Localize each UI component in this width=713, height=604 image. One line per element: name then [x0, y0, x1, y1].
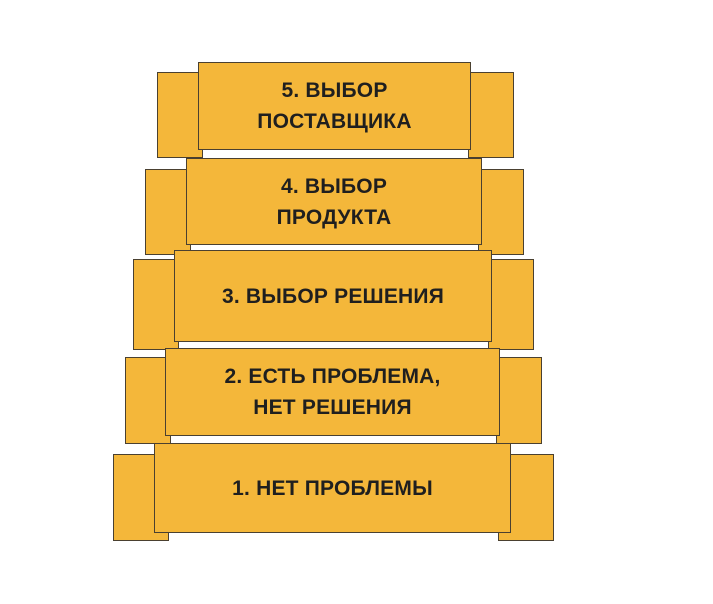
step-4-box: 4. ВЫБОР ПРОДУКТА — [186, 158, 482, 245]
step-3-right-wing — [488, 259, 534, 350]
step-4-right-wing — [478, 169, 524, 255]
step-5-box: 5. ВЫБОР ПОСТАВЩИКА — [198, 62, 471, 150]
step-1-box: 1. НЕТ ПРОБЛЕМЫ — [154, 443, 511, 533]
step-2-box: 2. ЕСТЬ ПРОБЛЕМА, НЕТ РЕШЕНИЯ — [165, 348, 500, 436]
step-5-label: 5. ВЫБОР ПОСТАВЩИКА — [257, 79, 412, 133]
step-2-left-wing — [125, 357, 171, 444]
step-3-box: 3. ВЫБОР РЕШЕНИЯ — [174, 250, 492, 342]
step-4-label: 4. ВЫБОР ПРОДУКТА — [276, 174, 392, 229]
step-5-right-wing — [468, 72, 514, 158]
step-2-label: 2. ЕСТЬ ПРОБЛЕМА, НЕТ РЕШЕНИЯ — [224, 365, 441, 419]
step-3-left-wing — [133, 259, 179, 350]
step-4-left-wing — [145, 169, 191, 255]
step-3-label: 3. ВЫБОР РЕШЕНИЯ — [221, 284, 445, 308]
step-5-left-wing — [157, 72, 203, 158]
step-2-right-wing — [496, 357, 542, 444]
step-1-label: 1. НЕТ ПРОБЛЕМЫ — [232, 476, 433, 500]
